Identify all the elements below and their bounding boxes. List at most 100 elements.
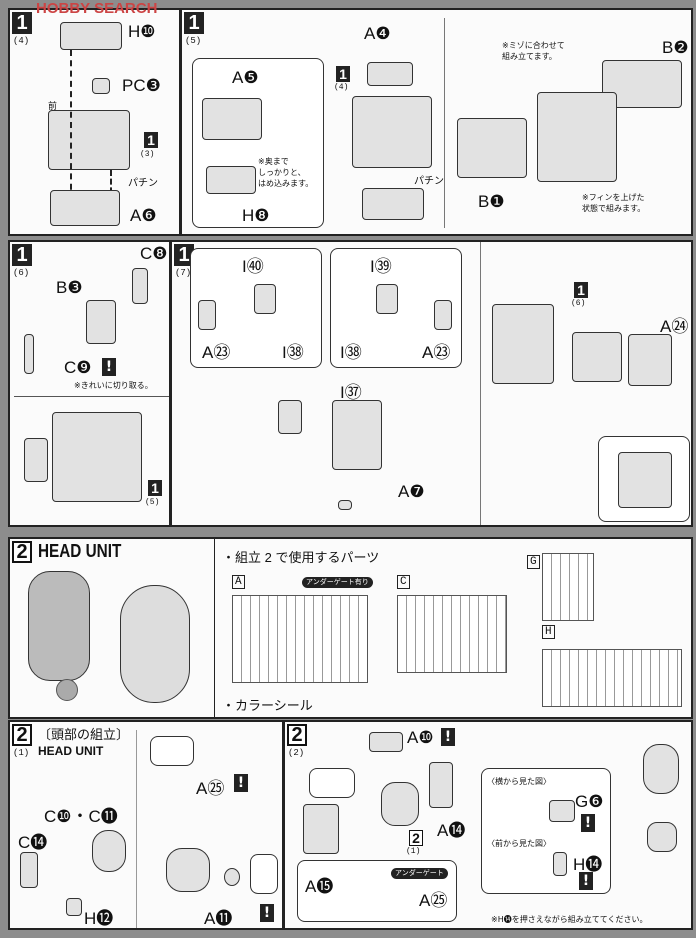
section-title: HEAD UNIT [38,541,122,561]
parts-title: ・組立 2 で使用するパーツ [222,550,380,565]
ref-step-sub: (5) [145,498,160,507]
finished-body [618,452,672,508]
body-assembly [492,304,554,384]
part-label: A⓮ [437,821,466,840]
part-label: PC❸ [122,76,161,95]
body-assembly [537,92,617,182]
note: ※フィンを上げた 状態で組みます。 [582,193,646,213]
undergate-badge: アンダーゲート [391,868,448,879]
step-1-5-panel: 1 (5) A❺ ※奥まで しっかりと、 はめ込みます。 H❽ A❹ 1 (4)… [180,8,693,236]
note: ※ミゾに合わせて 組み立てます。 [502,41,565,61]
head-part [381,782,419,826]
step-2-2-panel: 2 (2) A❿ ! A⓮ 2 (1) A⓯ アンダーゲート A㉕ 〈横から見た… [283,720,693,930]
part-a10 [369,732,403,752]
part-label: A❻ [130,206,157,225]
part-label: A㉓ [422,343,451,362]
note: ※奥まで しっかりと、 はめ込みます。 [258,157,314,188]
runner-c [397,595,507,673]
part-label: I㊲ [340,383,362,402]
part-a24 [628,334,672,386]
step-1-4-panel: 1 (4) H❿ PC❸ 前 1 (3) パチン A❻ [8,8,181,236]
step-1-7-panel: 1 (7) I㊵ A㉓ I㊳ I㊴ I㊳ A㉓ I㊲ A❼ 1 (6) A㉔ [170,240,693,527]
head-render-right [120,585,190,703]
part-h10 [60,22,122,50]
part-label: H⓮ [573,855,603,874]
part-label: C❾ [64,358,92,377]
body-assembly [48,110,130,170]
snap-label: パチン [414,176,444,187]
part-mid [572,332,622,382]
ref-step: 2 [409,830,423,846]
snap-label: パチン [128,178,158,189]
ref-step-sub: (3) [140,150,155,159]
part-bottom [362,188,424,220]
runner-label: C [397,575,410,589]
step-number: 2 [12,541,32,563]
front-label: 前 [48,102,58,112]
part-h12 [66,898,82,916]
part-label: C⓮ [18,833,48,852]
head-part [166,848,210,892]
runner-h [542,649,682,707]
step-number: 1 [174,244,194,266]
part-c8 [132,268,148,304]
step-number: 2 [12,724,32,746]
step-number: 2 [287,724,307,746]
part-label: B❸ [56,278,83,297]
ref-step-sub: (1) [406,847,421,856]
head-part [92,830,126,872]
caution-icon: ! [579,872,593,890]
detail-callout [150,736,194,766]
part-label: C❽ [140,244,168,263]
runner-label: G [527,555,540,569]
caution-icon: ! [234,774,248,792]
part-label: A⓯ [305,877,334,896]
step-sub: (6) [13,268,30,278]
part-label: H❽ [242,206,270,225]
part-a23 [434,300,452,330]
part-b3 [86,300,116,344]
body-assembly [352,96,432,168]
step-number: 1 [12,244,32,266]
caution-icon: ! [581,814,595,832]
ref-step: 1 [574,282,588,298]
step-number: 1 [12,12,32,34]
step-sub: (7) [175,268,192,278]
front-view-label: 〈前から見た図〉 [487,839,551,848]
part-h14 [553,852,567,876]
part-arm [278,400,302,434]
part-label: I㊴ [370,257,392,276]
part-h8 [206,166,256,194]
detail-callout [309,768,355,798]
caution-icon: ! [260,904,274,922]
part-label: A㉔ [660,317,689,336]
part-label: A㉕ [196,779,225,798]
part-label: A⓫ [204,909,233,928]
part-g6 [549,800,575,822]
runner-label: H [542,625,555,639]
part-i39 [376,284,398,314]
part-label: I㊳ [340,343,362,362]
step-2-1-panel: 2 (1) 〔頭部の組立〕 HEAD UNIT C❿・C⓫ C⓮ H⓬ A㉕ !… [8,720,284,930]
neck-part [647,822,677,852]
ref-step-sub: (6) [571,299,586,308]
part-b1 [457,118,527,178]
runner-g [542,553,594,621]
step-sub: (4) [13,36,30,46]
step-1-6-panel: 1 (6) C❽ B❸ C❾ ! ※きれいに切り取る。 1 (5) [8,240,171,527]
part-a15 [303,804,339,854]
step-sub: (5) [185,36,202,46]
ref-step: 1 [336,66,350,82]
part-pc3 [92,78,110,94]
head-render-left [28,571,90,681]
note: ※H⓮を押さえながら組み立ててください。 [491,915,648,924]
part-label: A㉓ [202,343,231,362]
part-c9 [24,334,34,374]
part-label: A㉕ [419,891,448,910]
sticker-label: ・カラーシール [222,698,313,713]
part-i37 [332,400,382,470]
runner-a [232,595,368,683]
watermark: HOBBY SEARCH [36,0,158,17]
step-sub: (1) [13,748,30,758]
part-a14 [429,762,453,808]
